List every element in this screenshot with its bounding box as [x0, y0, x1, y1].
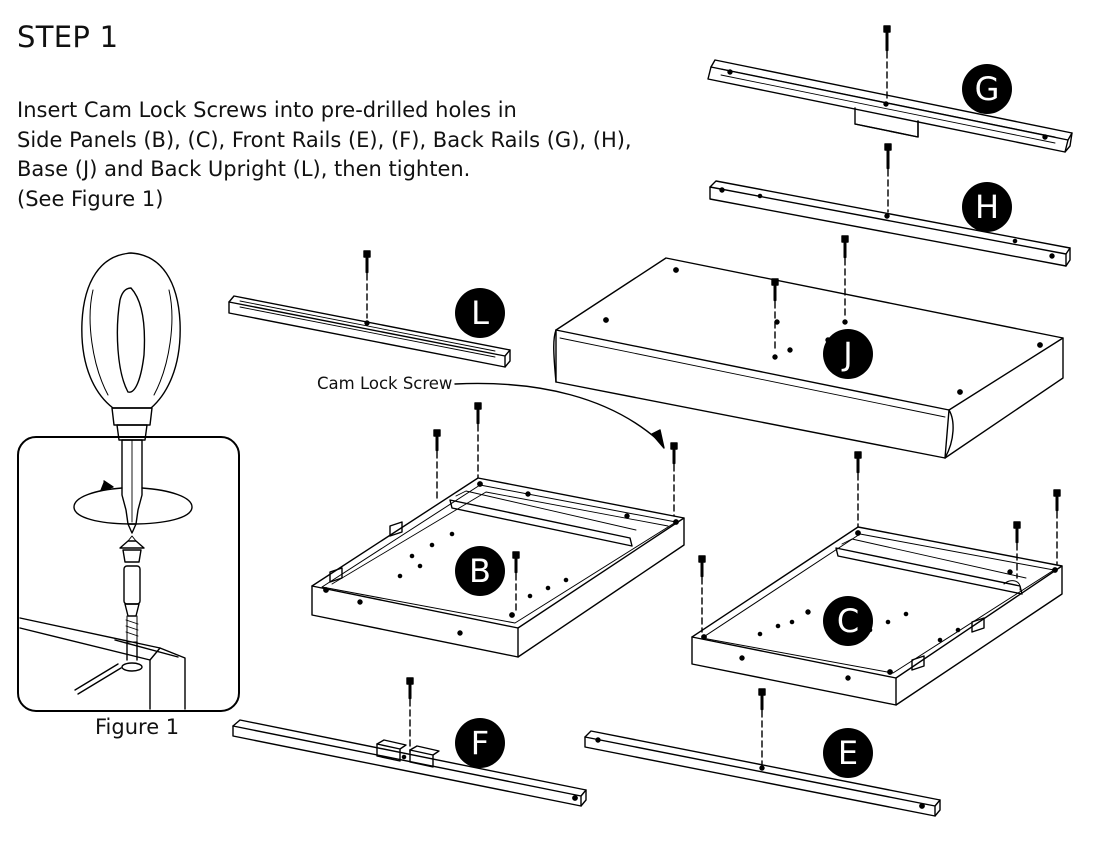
back-rail-h: [709, 143, 1071, 267]
back-upright-l: [228, 250, 511, 368]
part-badge-c: C: [823, 596, 873, 646]
instruction-line: (See Figure 1): [17, 186, 164, 211]
part-badge-l: L: [455, 288, 505, 338]
instruction-line: Insert Cam Lock Screws into pre-drilled …: [17, 98, 517, 122]
figure-caption: Figure 1: [95, 715, 180, 739]
base-j: [553, 235, 1064, 459]
back-rail-g: [707, 25, 1073, 153]
cam-lock-screw-callout-arrow: [454, 382, 665, 449]
front-rail-e: [584, 688, 941, 817]
side-panel-b: [311, 402, 685, 658]
instruction-line: Base (J) and Back Upright (L), then tigh…: [17, 157, 471, 181]
part-badge-b: B: [455, 546, 505, 596]
cam-lock-screw-label: Cam Lock Screw: [317, 374, 453, 393]
part-badge-j: J: [823, 329, 873, 379]
instructions-text: Insert Cam Lock Screws into pre-drilled …: [17, 96, 657, 214]
part-badge-h: H: [962, 182, 1012, 232]
part-badge-g: G: [962, 64, 1012, 114]
part-badge-e: E: [823, 728, 873, 778]
screwdriver: [81, 252, 181, 441]
front-rail-f: [232, 677, 587, 807]
step-title: STEP 1: [17, 20, 119, 54]
side-panel-c: [691, 451, 1063, 706]
instruction-line: Side Panels (B), (C), Front Rails (E), (…: [17, 127, 632, 152]
part-badge-f: F: [455, 718, 505, 768]
figure-1-inset: [17, 436, 240, 712]
